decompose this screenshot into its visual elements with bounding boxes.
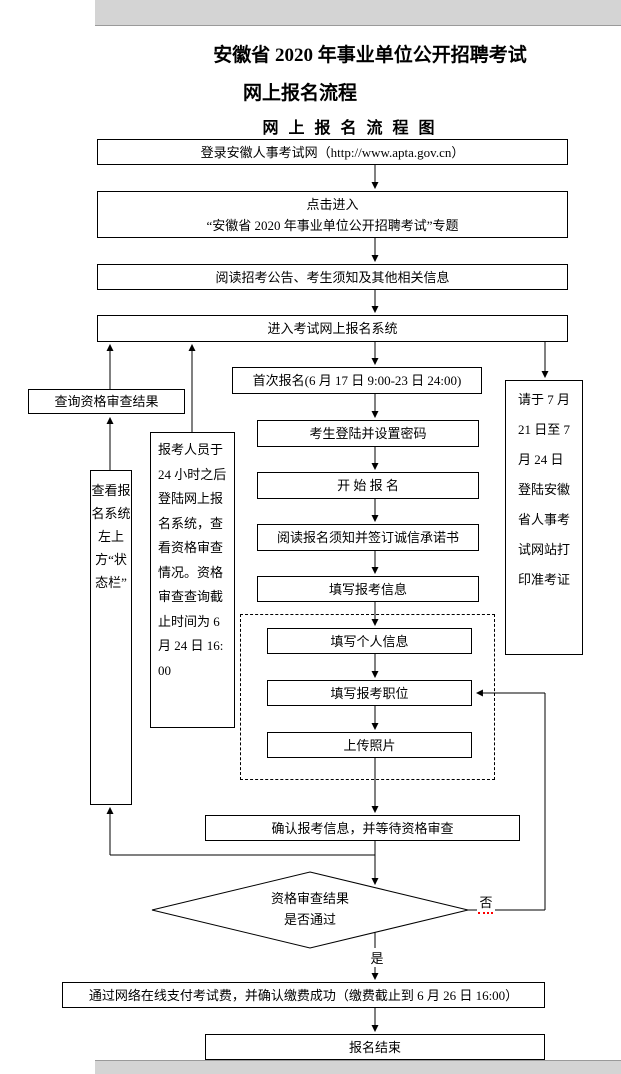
step-pay-fee-box: 通过网络在线支付考试费，并确认缴费成功（缴费截止到 6 月 26 日 16:00… xyxy=(62,982,545,1008)
step-fill-position-box: 填写报考职位 xyxy=(267,680,472,706)
print-ticket-box: 请于 7 月 21 日至 7 月 24 日登陆安徽省人事考试网站打印准考证 xyxy=(505,380,583,655)
step-sign-commitment-box: 阅读报名须知并签订诚信承诺书 xyxy=(257,524,479,551)
step-click-enter-line2: “安徽省 2020 年事业单位公开招聘考试”专题 xyxy=(206,217,459,233)
step-fill-info-box: 填写报考信息 xyxy=(257,576,479,602)
page-top-margin xyxy=(0,0,621,26)
step-start-register-box: 开 始 报 名 xyxy=(257,472,479,499)
step-enter-system-box: 进入考试网上报名系统 xyxy=(97,315,568,342)
status-bar-note-box: 查看报名系统左上方“状态栏” xyxy=(90,470,132,805)
step-confirm-wait-box: 确认报考信息，并等待资格审查 xyxy=(205,815,520,841)
step-read-notice-box: 阅读招考公告、考生须知及其他相关信息 xyxy=(97,264,568,290)
edge-label-yes: 是 xyxy=(366,948,388,967)
step-upload-photo-box: 上传照片 xyxy=(267,732,472,758)
decision-line1: 资格审查结果 xyxy=(270,891,349,906)
page-bottom-margin xyxy=(0,1060,621,1074)
page-bottom-left-corner xyxy=(0,1060,95,1074)
step-fill-personal-box: 填写个人信息 xyxy=(267,628,472,654)
flow-arrows xyxy=(106,165,549,1033)
step-login-box: 登录安徽人事考试网（http://www.apta.gov.cn） xyxy=(97,139,568,165)
page-top-left-corner xyxy=(0,0,95,27)
decision-text: 资格审查结果 是否通过 xyxy=(230,888,390,930)
decision-diamond xyxy=(151,871,469,949)
step-set-password-box: 考生登陆并设置密码 xyxy=(257,420,479,447)
fill-info-subprocess-group xyxy=(240,614,495,780)
step-click-enter-line1: 点击进入 xyxy=(306,196,359,212)
document-subtitle: 网上报名流程 xyxy=(242,83,357,104)
diagram-title: 网 上 报 名 流 程 图 xyxy=(262,120,438,137)
step-first-register-box: 首次报名(6 月 17 日 9:00-23 日 24:00) xyxy=(232,367,482,394)
proofing-squiggle xyxy=(478,911,493,914)
step-finish-box: 报名结束 xyxy=(205,1034,545,1060)
edge-label-no: 否 xyxy=(477,892,495,911)
step-click-enter-box: 点击进入 “安徽省 2020 年事业单位公开招聘考试”专题 xyxy=(97,191,568,238)
query-result-box: 查询资格审查结果 xyxy=(28,389,185,414)
document-title: 安徽省 2020 年事业单位公开招聘考试 xyxy=(213,45,527,66)
review-deadline-note-box: 报考人员于 24 小时之后登陆网上报名系统，查看资格审查情况。资格审查查询截止时… xyxy=(150,432,235,728)
decision-line2: 是否通过 xyxy=(283,912,336,927)
